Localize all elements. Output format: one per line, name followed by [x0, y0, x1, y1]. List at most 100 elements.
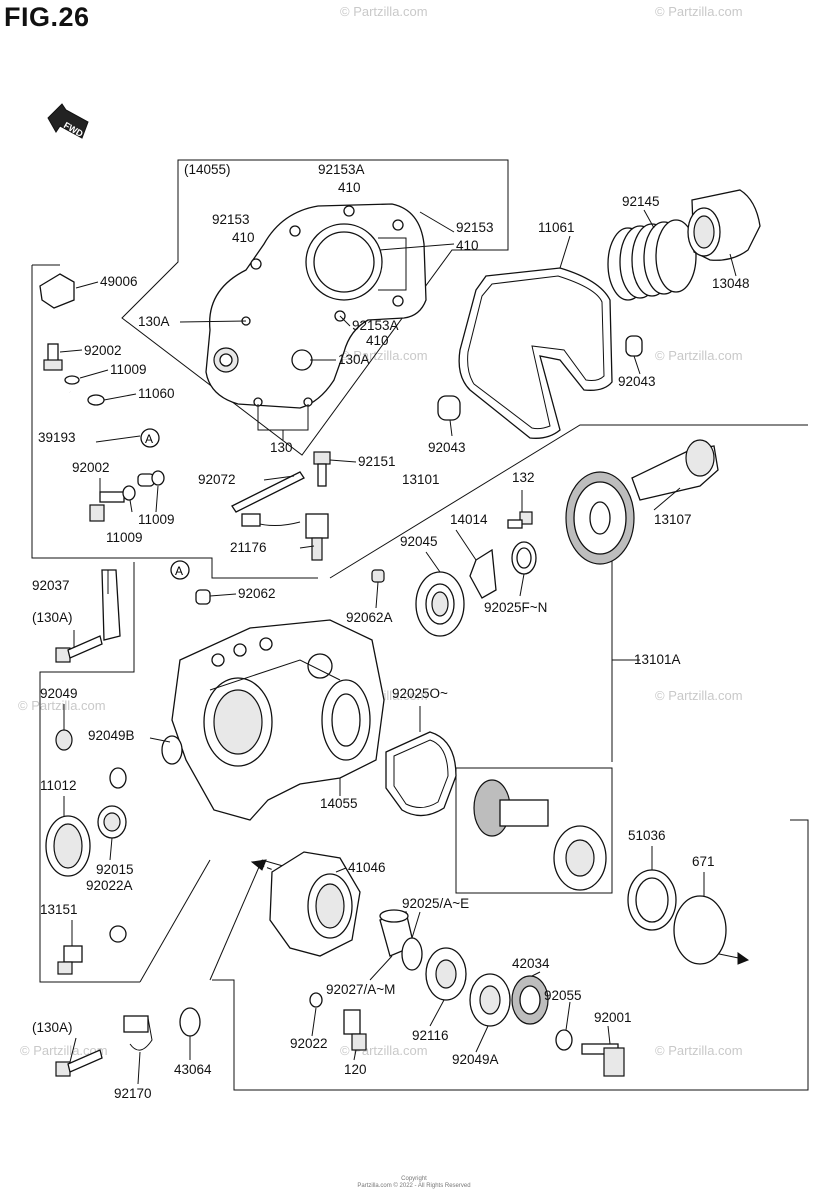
watermark: © Partzilla.com [20, 1043, 108, 1058]
coupling-42034 [511, 975, 549, 1025]
label-92145: 92145 [622, 194, 660, 209]
label-132: 132 [512, 470, 535, 485]
bolt-92002-top [43, 343, 63, 371]
watermark: © Partzilla.com [655, 1043, 743, 1058]
copyright-line: Copyright [401, 1176, 427, 1182]
ring-gear [565, 471, 635, 565]
fwd-arrow-icon: FWD [47, 103, 89, 139]
label-13101: 13101 [402, 472, 440, 487]
damper-43064 [179, 1007, 201, 1037]
cam [687, 189, 761, 261]
label-92002-top: 92002 [84, 343, 122, 358]
label-92037: 92037 [32, 578, 70, 593]
clamp-92170 [123, 1015, 153, 1051]
label-49006: 49006 [100, 274, 138, 289]
bearing-92045 [415, 571, 465, 637]
o-ring-92055 [555, 1029, 573, 1051]
fitting-120 [343, 1009, 367, 1051]
shim-92025AE [401, 937, 423, 971]
label-410-right: 410 [456, 238, 479, 253]
label-130: 130 [270, 440, 293, 455]
label-130A-paren-top: (130A) [32, 610, 73, 625]
washer-11009-b [122, 485, 136, 501]
gasket-92025O [385, 731, 457, 817]
label-92062: 92062 [238, 586, 276, 601]
label-92049: 92049 [40, 686, 78, 701]
callout-letter: A [175, 564, 183, 578]
label-92025O: 92025O~ [392, 686, 448, 701]
oil-pipe-39193 [69, 391, 155, 487]
copyright-notice: Copyright Partzilla.com © 2022 - All Rig… [0, 1176, 828, 1190]
label-11009-b: 11009 [106, 530, 143, 545]
label-92170: 92170 [114, 1086, 152, 1101]
o-ring-671 [673, 895, 727, 965]
label-92043-right: 92043 [618, 374, 656, 389]
collar-left [437, 395, 461, 421]
watermark: © Partzilla.com [655, 4, 743, 19]
watermark: © Partzilla.com [340, 4, 428, 19]
washer-11009-c [151, 470, 165, 486]
label-120: 120 [344, 1062, 367, 1077]
label-43064: 43064 [174, 1062, 212, 1077]
bolt-92002 [89, 491, 125, 522]
watermark: © Partzilla.com [655, 688, 743, 703]
bolt-130A-bottom [55, 1049, 103, 1077]
callout-a-marker: A [170, 560, 190, 580]
callout-letter: A [145, 432, 153, 446]
watermark: © Partzilla.com [340, 348, 428, 363]
label-92049B: 92049B [88, 728, 135, 743]
label-92151: 92151 [358, 454, 396, 469]
bolt-130A-top [55, 635, 103, 663]
label-92116: 92116 [412, 1028, 449, 1043]
label-92025AE: 92025/A~E [402, 896, 469, 911]
label-130A-left: 130A [138, 314, 170, 329]
label-92002: 92002 [72, 460, 110, 475]
label-92049A: 92049A [452, 1052, 499, 1067]
plate-14014 [469, 548, 497, 599]
label-92072: 92072 [198, 472, 236, 487]
copyright-line: Partzilla.com © 2022 - All Rights Reserv… [357, 1183, 471, 1189]
label-92153-right: 92153 [456, 220, 494, 235]
oil-seal-51036 [627, 869, 677, 931]
speed-sensor [241, 513, 329, 561]
label-14014: 14014 [450, 512, 488, 527]
label-92045: 92045 [400, 534, 438, 549]
label-410-left: 410 [232, 230, 255, 245]
collar-right [625, 335, 643, 357]
label-13107: 13107 [654, 512, 692, 527]
watermark: © Partzilla.com [655, 348, 743, 363]
output-shaft [631, 439, 719, 501]
label-92153A-top: 92153A [318, 162, 365, 177]
label-13151: 13151 [40, 902, 78, 917]
label-92153-left: 92153 [212, 212, 250, 227]
oil-seal-92049 [55, 729, 73, 751]
plug-92062 [195, 589, 211, 605]
label-92022A: 92022A [86, 878, 133, 893]
label-11060: 11060 [138, 386, 175, 401]
bearing-92116 [425, 947, 467, 1001]
bolt-132 [507, 511, 533, 529]
o-ring-92022 [309, 992, 323, 1008]
callout-a-marker: A [140, 428, 160, 448]
label-39193: 39193 [38, 430, 76, 445]
label-11012: 11012 [40, 778, 77, 793]
label-130A-paren-bottom: (130A) [32, 1020, 73, 1035]
label-92001: 92001 [594, 1010, 632, 1025]
label-11009-c: 11009 [138, 512, 175, 527]
banjo-fitting-11060 [87, 394, 105, 406]
sensor-13151 [57, 945, 83, 975]
part-labels: (14055) 92153A 410 92153 410 92153 410 1… [32, 162, 750, 1101]
cable-clamp [231, 471, 305, 513]
pinion-gear [473, 779, 607, 891]
label-92062A: 92062A [346, 610, 393, 625]
oil-seal-92049B [161, 735, 183, 765]
washer-11009-a [64, 375, 80, 385]
leader-lines [59, 209, 737, 1085]
bolt-92001 [581, 1043, 625, 1077]
o-ring-92022A [109, 925, 127, 943]
label-51036: 51036 [628, 828, 666, 843]
nut-92015 [97, 805, 127, 839]
label-671: 671 [692, 854, 715, 869]
bracket-92037 [101, 569, 121, 641]
label-14055-paren: (14055) [184, 162, 231, 177]
